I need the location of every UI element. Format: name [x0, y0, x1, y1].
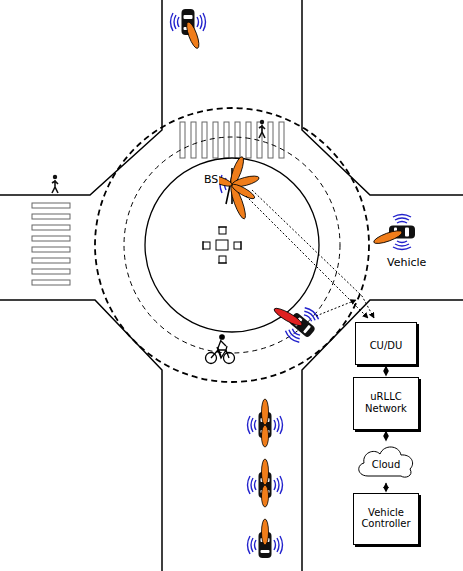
beam [272, 306, 304, 329]
link-arrow [386, 366, 387, 376]
beam [262, 519, 269, 545]
crosswalk [32, 203, 70, 285]
beam [262, 485, 269, 507]
wireless-link [246, 196, 368, 318]
wireless-link [316, 300, 356, 316]
link-arrow [386, 483, 387, 492]
beam [184, 21, 201, 50]
crosswalk [180, 122, 284, 158]
place-label: BS [203, 173, 219, 186]
node-text: uRLLC Network [358, 391, 414, 414]
controller-box: Vehicle Controller [353, 493, 419, 545]
beam [262, 425, 269, 447]
base-station [208, 155, 260, 220]
outer-lane [95, 108, 369, 382]
bicycle [206, 335, 235, 364]
place-label: Vehicle [386, 256, 427, 269]
link-arrow [386, 431, 387, 441]
table-chairs [203, 227, 241, 263]
beam [262, 399, 269, 425]
central-island [145, 158, 319, 332]
beam [262, 459, 269, 485]
cloud-shape: Cloud [354, 442, 418, 482]
network-box: uRLLC Network [353, 377, 419, 430]
beam [372, 228, 403, 246]
wireless-link [252, 190, 374, 318]
processing-unit-box: CU/DU [355, 322, 417, 365]
node-text: CU/DU [370, 340, 403, 352]
inner-lane [124, 137, 340, 353]
node-text: Vehicle Controller [358, 507, 414, 530]
pedestrian [259, 120, 265, 138]
pedestrian [52, 175, 58, 193]
node-text: Cloud [372, 459, 401, 471]
